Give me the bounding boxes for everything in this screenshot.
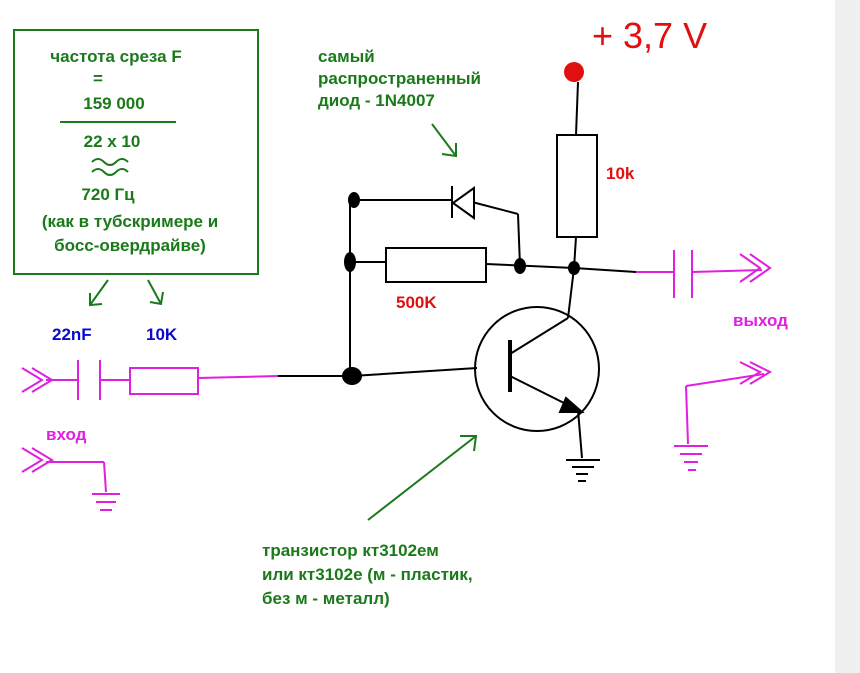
formula-denominator: 22 x 10 bbox=[84, 132, 141, 151]
supply-label: + 3,7 V bbox=[592, 15, 707, 56]
transistor-note-line3: без м - металл) bbox=[262, 589, 390, 608]
emitter-ground-icon bbox=[566, 459, 600, 482]
formula-numerator: 159 000 bbox=[83, 94, 144, 113]
arrow-to-transistor bbox=[367, 435, 478, 521]
diode-note-line2: распространенный bbox=[318, 69, 481, 88]
collector-resistor bbox=[556, 134, 598, 238]
supply-wire bbox=[575, 81, 579, 136]
feedback-wiring bbox=[349, 199, 637, 376]
formula-note-line1: (как в тубскримере и bbox=[42, 212, 218, 231]
formula-note-line2: босс-овердрайве) bbox=[54, 236, 206, 255]
diode-note-line1: самый bbox=[318, 47, 375, 66]
diode-symbol bbox=[451, 186, 475, 220]
transistor-note-line2: или кт3102е (м - пластик, bbox=[262, 565, 473, 584]
transistor-symbol bbox=[351, 267, 600, 459]
arrow-to-resistor bbox=[147, 279, 164, 306]
formula-result: 720 Гц bbox=[81, 185, 135, 204]
supply-terminal bbox=[564, 62, 584, 82]
input-resistor bbox=[129, 367, 199, 395]
arrow-to-capacitor bbox=[89, 279, 109, 307]
feedback-resistor-value: 500K bbox=[396, 293, 437, 312]
input-wiring bbox=[21, 360, 279, 511]
approx-icon bbox=[91, 158, 129, 176]
feedback-resistor bbox=[385, 247, 487, 283]
output-label: выход bbox=[733, 311, 788, 330]
formula-box bbox=[13, 29, 259, 275]
collector-resistor-value: 10k bbox=[606, 164, 635, 183]
formula-equals: = bbox=[93, 69, 103, 88]
input-capacitor-value: 22nF bbox=[52, 325, 92, 344]
arrow-to-diode bbox=[431, 123, 457, 158]
formula-title: частота среза F bbox=[50, 47, 181, 66]
drawing-area bbox=[0, 0, 835, 673]
input-label: вход bbox=[46, 425, 87, 444]
transistor-note-line1: транзистор кт3102ем bbox=[262, 541, 439, 560]
diode-note-line3: диод - 1N4007 bbox=[318, 91, 435, 110]
output-wiring bbox=[636, 250, 773, 471]
input-resistor-value: 10K bbox=[146, 325, 178, 344]
